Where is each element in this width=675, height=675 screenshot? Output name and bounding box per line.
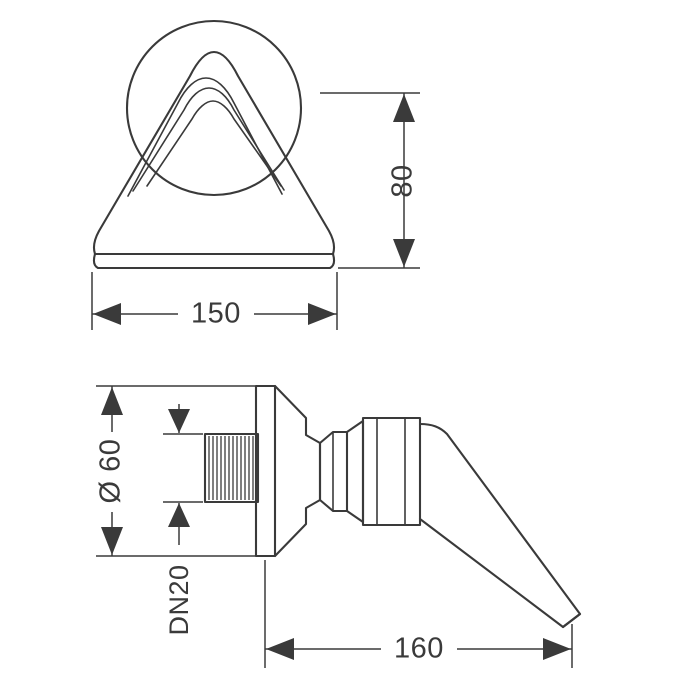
dim-label-160-backdrop <box>381 631 457 667</box>
front-view: 80 150 <box>91 19 420 332</box>
escutcheon-cone-outline <box>273 384 322 558</box>
dimension-label-diameter-60: Ø 60 <box>95 439 127 504</box>
dimension-height-80: 80 <box>320 92 420 269</box>
dimension-label-150: 150 <box>191 298 241 330</box>
dimension-diameter-60: Ø 60 <box>95 385 272 557</box>
spout-profile-arc-outer <box>127 77 283 197</box>
arrowhead-80-down <box>393 239 415 267</box>
dimension-label-80: 80 <box>387 164 419 197</box>
dim-label-150-backdrop <box>178 296 254 332</box>
dimension-projection-160: 160 <box>264 560 573 668</box>
spout-outline <box>418 422 582 629</box>
arrowhead-150-left <box>93 303 121 325</box>
arrowhead-d60-up <box>101 387 123 415</box>
thread-hatching <box>208 436 254 500</box>
body-transition-collar <box>345 419 365 524</box>
side-view: Ø 60 DN20 <box>95 384 582 668</box>
spout-profile-arc-middle <box>132 87 285 192</box>
barrel-body-outline <box>361 416 422 527</box>
dimension-label-dn20: DN20 <box>164 564 194 635</box>
spout-tip-edge <box>561 612 582 629</box>
arrowhead-dn20-up <box>168 503 190 527</box>
arrowhead-d60-down <box>101 527 123 555</box>
arrowhead-150-right <box>308 303 336 325</box>
spout-profile-arc-inner <box>146 100 282 187</box>
dimension-width-150: 150 <box>91 272 338 332</box>
arrowhead-160-left <box>266 638 294 660</box>
arrowhead-160-right <box>543 638 571 660</box>
base-rim-outline <box>92 252 336 270</box>
wall-flange-circle <box>125 19 303 197</box>
arrowhead-80-up <box>393 94 415 122</box>
threaded-nipple-outline <box>203 432 260 504</box>
dimension-dn20: DN20 <box>163 404 203 636</box>
dim-label-d60-backdrop <box>95 432 129 512</box>
dimension-label-160: 160 <box>394 633 444 665</box>
arrowhead-dn20-down <box>168 409 190 433</box>
